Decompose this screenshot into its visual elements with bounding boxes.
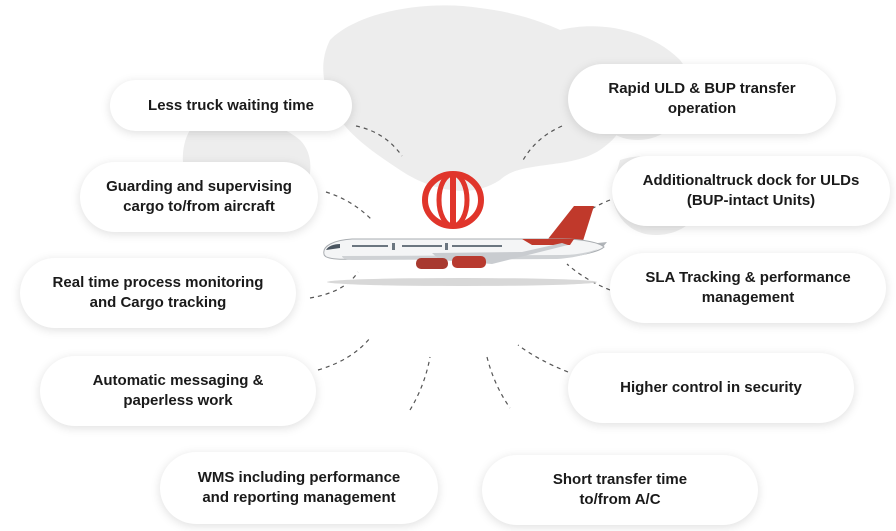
connector-wms-1 [409,356,431,411]
benefit-rapid-uld-transfer: Rapid ULD & BUP transfer operation [568,64,836,134]
benefit-additional-truck-dock: Additionaltruck dock for ULDs (BUP-intac… [612,156,890,226]
connector-automatic [317,337,371,371]
benefit-wms-reporting: WMS including performance and reporting … [160,452,438,524]
benefit-real-time-monitoring: Real time process monitoring and Cargo t… [20,258,296,328]
benefit-guarding-supervising: Guarding and supervising cargo to/from a… [80,162,318,232]
connector-less-truck [355,125,403,157]
benefit-automatic-messaging: Automatic messaging & paperless work [40,356,316,426]
benefit-sla-tracking: SLA Tracking & performance management [610,253,886,323]
benefit-security-control: Higher control in security [568,353,854,423]
benefit-short-transfer-time: Short transfer time to/from A/C [482,455,758,525]
connector-security [517,344,569,373]
connector-sla [566,263,611,291]
connector-guarding [325,191,373,221]
connector-rapid-uld [521,125,563,163]
connector-wms-2 [486,356,511,409]
airline-logo-icon [422,171,484,229]
benefit-less-truck-waiting: Less truck waiting time [110,80,352,131]
airplane-icon [323,206,607,286]
